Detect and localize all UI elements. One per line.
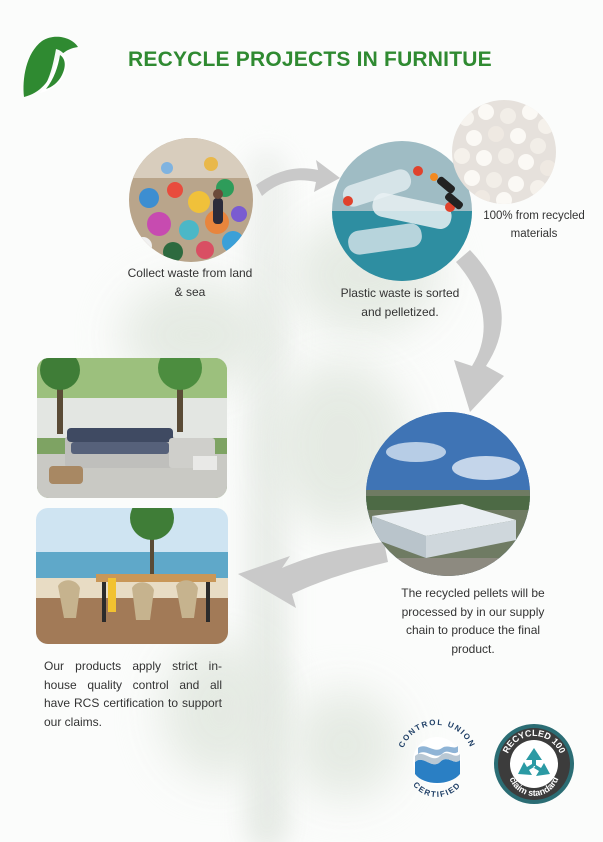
recycled-100-claim-badge: RECYCLED 100 claim standard bbox=[494, 724, 574, 804]
background-leaf bbox=[160, 640, 280, 780]
arrow-down-icon bbox=[454, 250, 504, 412]
step-collect-caption: Collect waste from land & sea bbox=[127, 266, 253, 299]
plastic-bottles-photo bbox=[332, 141, 472, 281]
control-union-certified-badge: CONTROL UNION CERTIFIED bbox=[397, 718, 476, 799]
background-leaf bbox=[290, 690, 400, 800]
leaf-logo-icon bbox=[23, 36, 78, 97]
arrow-left-icon bbox=[238, 542, 388, 608]
step-recycled-caption: 100% from recycled materials bbox=[483, 210, 585, 240]
recycle-icon bbox=[518, 748, 550, 776]
waste-pile-photo bbox=[129, 138, 253, 262]
plastic-pellets-photo bbox=[452, 100, 556, 204]
step-quality-caption: Our products apply strict in-house quali… bbox=[44, 659, 222, 729]
factory-aerial-photo bbox=[366, 412, 530, 576]
step-sorted-caption: Plastic waste is sorted and pelletized. bbox=[340, 286, 460, 319]
page-title: RECYCLE PROJECTS IN FURNITUE bbox=[128, 48, 492, 71]
beach-dining-photo bbox=[36, 508, 228, 644]
arrow-right-icon bbox=[256, 160, 340, 196]
outdoor-sofa-photo bbox=[37, 358, 227, 498]
step-processed-caption: The recycled pellets will be processed b… bbox=[401, 586, 545, 656]
